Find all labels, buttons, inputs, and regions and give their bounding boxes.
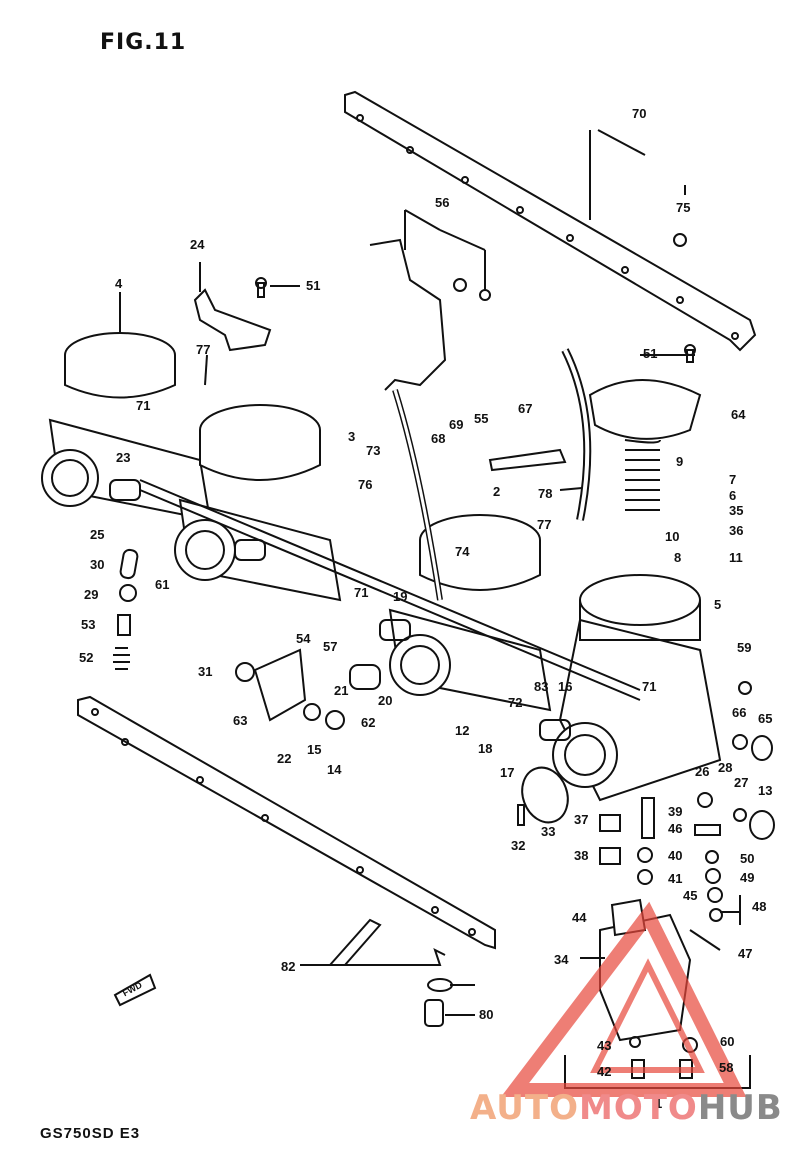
callout-11: 11: [729, 550, 743, 565]
callout-71a: 71: [136, 398, 151, 413]
callout-54: 54: [296, 631, 311, 646]
callout-78: 76: [358, 477, 373, 492]
callout-20: 20: [378, 693, 393, 708]
callout-12: 12: [455, 723, 470, 738]
callout-39: 39: [668, 804, 683, 819]
callout-26: 26: [695, 764, 710, 779]
callout-33: 33: [541, 824, 556, 839]
callout-50: 50: [740, 851, 755, 866]
callout-75: 73: [366, 443, 381, 458]
callout-29: 29: [84, 587, 99, 602]
callout-1: 1: [655, 1096, 663, 1111]
callout-72: 72: [508, 695, 523, 710]
callout-9: 9: [676, 454, 684, 469]
callout-25: 25: [90, 527, 105, 542]
watermark-triangle-icon: [500, 901, 747, 1097]
callout-71c: 71: [642, 679, 657, 694]
callout-70: 70: [632, 106, 647, 121]
callout-32: 32: [511, 838, 526, 853]
callout-42: 42: [597, 1064, 612, 1079]
callout-27: 27: [734, 775, 749, 790]
callout-53: 53: [81, 617, 96, 632]
callout-71b: 71: [354, 585, 369, 600]
callout-28: 28: [718, 760, 733, 775]
callout-67: 67: [518, 401, 533, 416]
callout-59: 58: [719, 1060, 734, 1075]
callout-61: 61: [155, 577, 170, 592]
callout-80: 77: [196, 342, 211, 357]
callout-16: 16: [558, 679, 573, 694]
callout-83: 83: [534, 679, 549, 694]
callout-52: 52: [79, 650, 94, 665]
callout-35: 35: [729, 503, 744, 518]
watermark-text: AUTOMOTOHUB: [470, 1088, 783, 1128]
callout-7: 7: [729, 472, 737, 487]
callout-55: 55: [474, 411, 489, 426]
callout-17: 17: [500, 765, 515, 780]
callout-18: 18: [478, 741, 493, 756]
callout-51: 51: [306, 278, 321, 293]
callout-76: 77: [537, 517, 552, 532]
callout-79: 80: [479, 1007, 494, 1022]
callout-6: 6: [729, 488, 737, 503]
callout-4: 4: [115, 276, 123, 291]
callout-13: 13: [758, 783, 773, 798]
callout-64: 64: [731, 407, 746, 422]
callout-81: 82: [281, 959, 296, 974]
watermark-moto: MOTO: [578, 1088, 698, 1128]
callout-46: 46: [668, 821, 683, 836]
callout-45: 45: [683, 888, 698, 903]
callout-44: 44: [572, 910, 587, 925]
callout-65: 65: [758, 711, 773, 726]
callout-62: 62: [361, 715, 376, 730]
callout-57: 56: [435, 195, 450, 210]
callout-34: 34: [554, 952, 569, 967]
callout-5: 5: [714, 597, 722, 612]
callout-23: 23: [116, 450, 131, 465]
callout-21: 21: [334, 683, 349, 698]
callout-38: 38: [574, 848, 589, 863]
callout-63: 63: [233, 713, 248, 728]
callout-66: 66: [732, 705, 747, 720]
callout-48: 48: [752, 899, 767, 914]
callout-37: 37: [574, 812, 589, 827]
callout-68: 68: [431, 431, 446, 446]
callout-40: 40: [668, 848, 683, 863]
figure-title: FIG.11: [100, 30, 187, 55]
callout-73: 74: [455, 544, 470, 559]
callout-30: 30: [90, 557, 105, 572]
callout-31: 31: [198, 664, 213, 679]
callout-56: 57: [323, 639, 338, 654]
callout-14: 14: [327, 762, 342, 777]
watermark-auto: AUTO: [470, 1088, 579, 1128]
callout-58: 59: [737, 640, 752, 655]
callout-22: 22: [277, 751, 292, 766]
callout-19: 19: [393, 589, 408, 604]
callout-41: 41: [668, 871, 683, 886]
callout-77: 78: [538, 486, 553, 501]
callout-43: 43: [597, 1038, 612, 1053]
callout-24: 24: [190, 237, 205, 252]
callout-2: 2: [493, 484, 501, 499]
callout-69: 69: [449, 417, 464, 432]
watermark-hub: HUB: [697, 1088, 783, 1128]
callout-49: 49: [740, 870, 755, 885]
callout-51b: 51: [643, 346, 658, 361]
callout-3: 3: [348, 429, 356, 444]
callout-15: 15: [307, 742, 322, 757]
callout-60: 60: [720, 1034, 735, 1049]
callout-74: 75: [676, 200, 691, 215]
callout-36: 36: [729, 523, 744, 538]
callout-10: 10: [665, 529, 680, 544]
model-label: GS750SD E3: [40, 1125, 141, 1142]
callout-47: 47: [738, 946, 753, 961]
callout-8: 8: [674, 550, 682, 565]
